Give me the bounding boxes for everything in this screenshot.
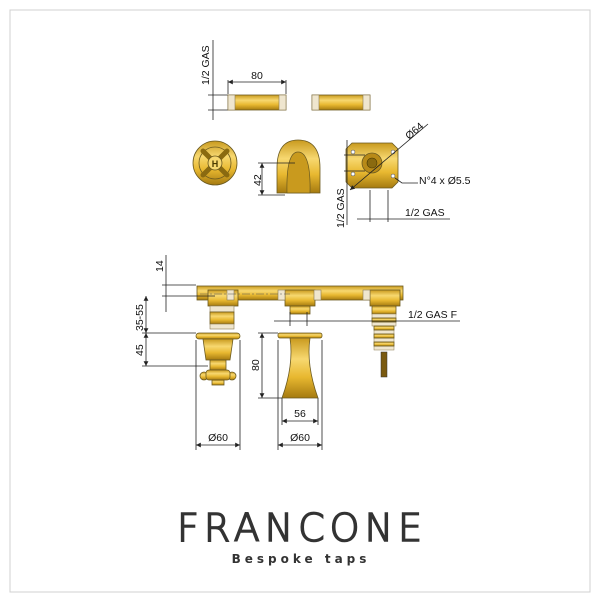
- plate-horizontal-thread-label: 1/2 GAS: [405, 207, 445, 219]
- handle-diameter-label: Ø60: [208, 432, 228, 444]
- spout-base-label: 56: [294, 408, 306, 420]
- holes-label: N°4 x Ø5.5: [419, 175, 471, 187]
- pipe-right: [311, 94, 371, 111]
- svg-text:H: H: [212, 159, 219, 169]
- handle-front-view: H: [192, 140, 238, 186]
- side-view-assembly: [195, 285, 404, 399]
- top-offset-label: 14: [154, 260, 166, 272]
- wall-depth-label: 35-55: [134, 304, 146, 331]
- spout-height-label: 42: [252, 174, 264, 186]
- top-view-pipes: 1/2 GAS 80: [200, 40, 371, 120]
- outlet-thread-label: 1/2 GAS F: [408, 309, 457, 321]
- brand-logo: FRANCONE Bespoke taps: [176, 505, 427, 566]
- pipe-length-label: 80: [251, 70, 263, 82]
- spout-diameter-label: Ø60: [290, 432, 310, 444]
- spout-front-view: 42: [252, 139, 321, 196]
- pipe-thread-label: 1/2 GAS: [200, 45, 212, 85]
- plate-diameter-label: Ø64: [403, 120, 426, 142]
- handle-height-label: 45: [134, 344, 146, 356]
- side-view-dimensions: 14 35-55 45 80 1/2 GAS F 56 Ø60 Ø60: [134, 255, 460, 450]
- plate-vertical-thread-label: 1/2 GAS: [335, 188, 347, 228]
- brand-tagline: Bespoke taps: [232, 552, 371, 566]
- pipe-left: [227, 94, 287, 111]
- page-border: [9, 9, 591, 593]
- brand-name: FRANCONE: [177, 506, 427, 550]
- spout-height-label-side: 80: [250, 359, 262, 371]
- wall-plate-view: Ø64 N°4 x Ø5.5 1/2 GAS 1/2 GAS: [335, 120, 471, 228]
